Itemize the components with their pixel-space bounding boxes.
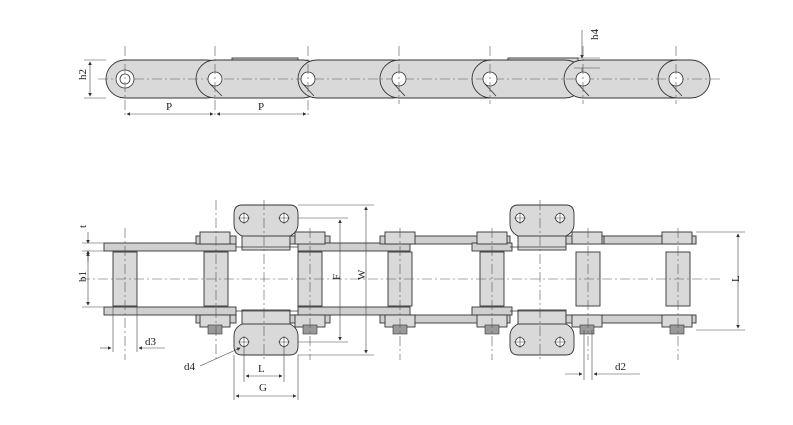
attachment-plate-bottom-left — [233, 321, 299, 356]
b1-label: b1 — [77, 271, 89, 282]
attachment-plate-bottom-right-body — [517, 309, 567, 325]
top-view-pin-centerlines — [124, 200, 679, 360]
attachment-plate-bottom-left-body — [241, 309, 291, 325]
L-label-bottom: L — [258, 363, 265, 375]
attachment-holes — [238, 212, 566, 348]
attachment-plate-top-left-body — [241, 235, 291, 251]
top-plate-7 — [603, 235, 697, 245]
d2-label: d2 — [615, 361, 626, 373]
top-plate-4 — [379, 235, 511, 245]
d4-label: d4 — [184, 361, 196, 373]
h4-label: h4 — [589, 29, 601, 41]
attachment-plate-top-left — [233, 204, 299, 239]
pitch-label-left: P — [166, 101, 172, 113]
bottom-plate-3 — [297, 306, 411, 316]
pitch-label-right: P — [258, 101, 264, 113]
attachment-plate-top-right — [509, 204, 575, 239]
bottom-plate-4 — [379, 314, 511, 324]
pin-heads-bottom — [199, 314, 693, 335]
F-label: F — [331, 274, 343, 280]
h2-label: h2 — [77, 69, 89, 80]
d3-label: d3 — [145, 336, 157, 348]
attachment-plate-bottom-right — [509, 321, 575, 356]
top-view: t b1 F W L d3 d4 L — [77, 200, 745, 400]
attachment-plate-top-right-body — [517, 235, 567, 251]
bottom-plate-6 — [565, 314, 697, 324]
L-label-right: L — [730, 275, 742, 282]
side-view: h2 h4 P P — [77, 29, 720, 118]
G-label: G — [259, 382, 267, 394]
W-label: W — [356, 269, 368, 280]
t-label: t — [77, 225, 89, 228]
d4-leader — [199, 347, 241, 367]
